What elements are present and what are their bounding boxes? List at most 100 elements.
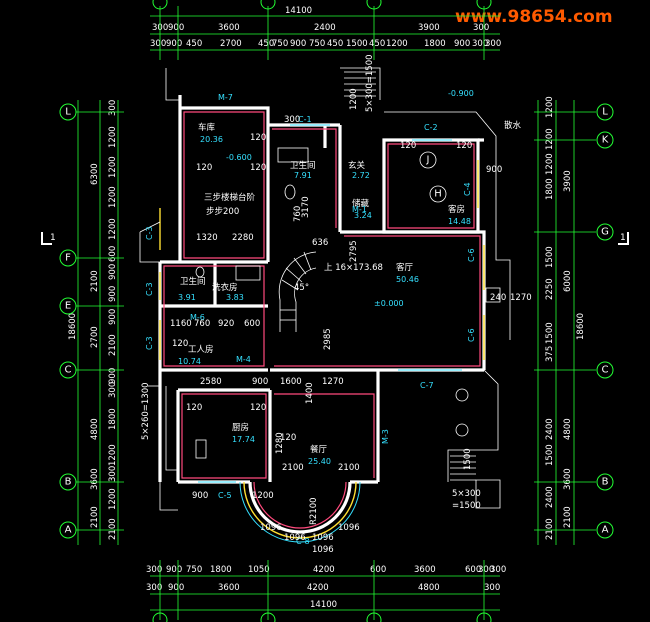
axis-B-right: B xyxy=(602,477,609,488)
axis-B-left: B xyxy=(65,477,72,488)
room-laundry-area: 3.83 xyxy=(226,293,244,302)
axis-K-right: K xyxy=(602,135,609,146)
window-c1: C-1 xyxy=(298,115,312,124)
svg-text:1200: 1200 xyxy=(545,96,555,118)
svg-text:R2100: R2100 xyxy=(309,497,319,525)
svg-text:1096: 1096 xyxy=(312,545,334,555)
room-kitchen-area: 17.74 xyxy=(232,435,255,444)
bottom-dim-5: 4800 xyxy=(418,583,440,593)
svg-text:450: 450 xyxy=(369,39,385,49)
svg-text:1096: 1096 xyxy=(312,533,334,543)
svg-text:=1500: =1500 xyxy=(452,501,481,511)
axis-bubbles-left: L F E C B A xyxy=(59,103,77,539)
svg-text:450: 450 xyxy=(258,39,274,49)
svg-text:4800: 4800 xyxy=(90,418,100,440)
svg-text:900: 900 xyxy=(108,286,118,302)
svg-text:1500: 1500 xyxy=(463,448,473,470)
svg-text:300: 300 xyxy=(150,39,166,49)
svg-text:2795: 2795 xyxy=(349,240,359,262)
section-mark-left: 1 xyxy=(50,233,56,243)
room-garage-area: 20.36 xyxy=(200,135,223,144)
svg-text:2400: 2400 xyxy=(545,418,555,440)
room-laundry-name: 洗衣房 xyxy=(212,282,238,293)
svg-text:4200: 4200 xyxy=(313,565,335,575)
svg-text:3600: 3600 xyxy=(563,468,573,490)
axis-C-right: C xyxy=(602,365,609,376)
bottom-dim-6: 300 xyxy=(484,583,500,593)
svg-text:6000: 6000 xyxy=(563,270,573,292)
vertical-axis-ticks xyxy=(159,6,485,620)
axis-bubbles-right: L K G C B A xyxy=(596,103,614,539)
svg-text:900: 900 xyxy=(166,565,182,575)
svg-text:300: 300 xyxy=(472,39,488,49)
bottom-dim-2: 900 xyxy=(168,583,184,593)
left-dimension-chain: 18600 6300 2100 2700 4800 3600 2100 300 … xyxy=(68,100,119,545)
svg-text:1200: 1200 xyxy=(108,444,118,466)
svg-text:120: 120 xyxy=(250,133,266,143)
stair-steps-label: 三步楼梯台阶 xyxy=(204,192,256,203)
svg-text:45°: 45° xyxy=(294,283,309,293)
svg-text:1280: 1280 xyxy=(275,432,285,454)
axis-A-left: A xyxy=(65,525,72,536)
left-total-dim: 18600 xyxy=(68,313,78,340)
svg-text:600: 600 xyxy=(108,246,118,262)
svg-text:600: 600 xyxy=(244,319,260,329)
top-dim-5: 3900 xyxy=(418,23,440,33)
svg-text:600: 600 xyxy=(370,565,386,575)
svg-text:120: 120 xyxy=(400,141,416,151)
windows xyxy=(159,124,485,483)
svg-text:2580: 2580 xyxy=(200,377,222,387)
svg-text:2700: 2700 xyxy=(220,39,242,49)
svg-text:1500: 1500 xyxy=(346,39,368,49)
svg-text:1800: 1800 xyxy=(108,408,118,430)
room-guest-area: 14.48 xyxy=(448,217,471,226)
right-dimension-chain: 18600 3900 6000 4800 3600 2100 1200 1200… xyxy=(537,96,586,545)
svg-text:2100: 2100 xyxy=(338,463,360,473)
svg-text:1160: 1160 xyxy=(170,319,192,329)
wall-inner-faces xyxy=(163,111,481,479)
bottom-dim-1: 300 xyxy=(146,583,162,593)
room-labels: 车库 20.36 -0.600 三步楼梯台阶 步步200 卫生间 7.91 玄关… xyxy=(178,89,522,466)
svg-text:3600: 3600 xyxy=(90,468,100,490)
svg-text:1320: 1320 xyxy=(196,233,218,243)
svg-text:300: 300 xyxy=(485,39,501,49)
stair-steps-sub: 步步200 xyxy=(206,207,239,217)
svg-text:6300: 6300 xyxy=(90,163,100,185)
door-m3: M-3 xyxy=(381,429,390,444)
svg-text:1200: 1200 xyxy=(108,126,118,148)
room-living-name: 客厅 xyxy=(396,262,414,273)
bottom-total-dim: 14100 xyxy=(310,600,337,610)
door-m1: M-1 xyxy=(352,205,367,214)
room-guest-name: 客房 xyxy=(448,204,465,215)
top-dim-3: 3600 xyxy=(218,23,240,33)
svg-text:2100: 2100 xyxy=(282,463,304,473)
axis-C-left: C xyxy=(65,365,72,376)
room-servant-name: 工人房 xyxy=(188,344,214,355)
svg-text:300: 300 xyxy=(146,565,162,575)
svg-text:1200: 1200 xyxy=(108,488,118,510)
svg-text:900: 900 xyxy=(108,368,118,384)
room-wc-area: 3.91 xyxy=(178,293,196,302)
top-dim-2: 900 xyxy=(168,23,184,33)
svg-text:450: 450 xyxy=(186,39,202,49)
svg-text:1050: 1050 xyxy=(248,565,270,575)
svg-text:1200: 1200 xyxy=(545,128,555,150)
svg-text:900: 900 xyxy=(166,39,182,49)
svg-text:900: 900 xyxy=(486,165,502,175)
top-dim-6: 300 xyxy=(473,23,489,33)
svg-text:450: 450 xyxy=(327,39,343,49)
svg-text:2100: 2100 xyxy=(108,334,118,356)
svg-text:900: 900 xyxy=(108,264,118,280)
door-m6: M-6 xyxy=(190,313,205,322)
svg-text:1270: 1270 xyxy=(322,377,344,387)
window-c3-a: C-3 xyxy=(145,226,154,240)
bay-window-arc xyxy=(239,481,361,543)
svg-text:2100: 2100 xyxy=(108,518,118,540)
svg-text:1096: 1096 xyxy=(260,523,282,533)
top-dimension-chain: 14100 300 900 3600 2400 3900 300 300 900… xyxy=(150,6,501,51)
svg-text:900: 900 xyxy=(192,491,208,501)
svg-text:4800: 4800 xyxy=(563,418,573,440)
svg-text:1500: 1500 xyxy=(545,246,555,268)
stove-icon xyxy=(195,439,207,459)
room-entry-name: 玄关 xyxy=(348,160,366,171)
